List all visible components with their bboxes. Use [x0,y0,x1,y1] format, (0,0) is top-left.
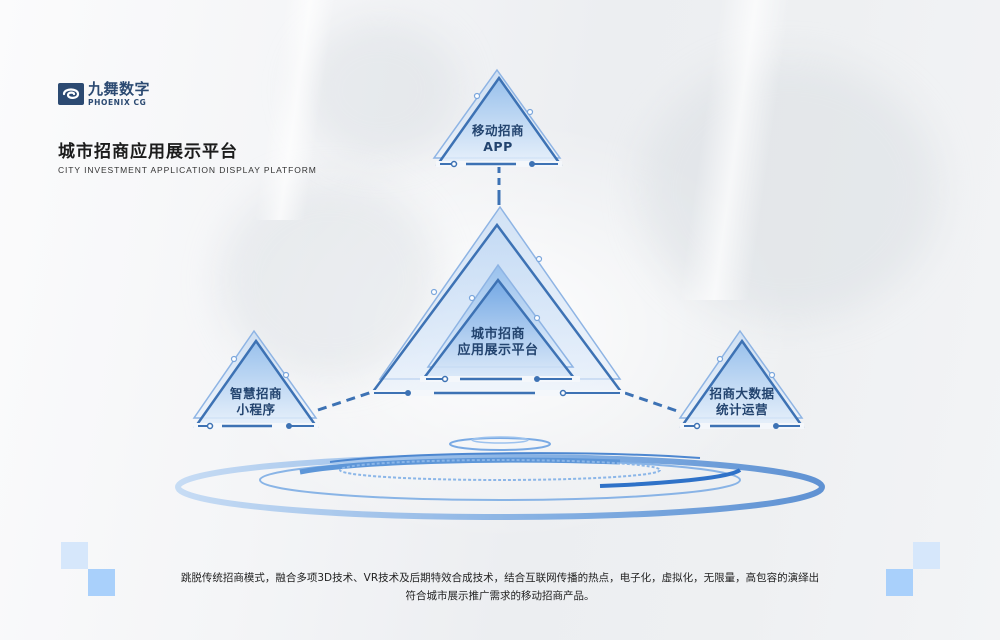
node-big-data: 招商大数据 统计运营 [692,386,792,418]
page-subtitle: CITY INVESTMENT APPLICATION DISPLAY PLAT… [58,165,317,175]
corner-decoration-square [61,542,88,569]
left-triangle [192,329,319,430]
description: 跳脱传统招商模式，融合多项3D技术、VR技术及后期特效合成技术，结合互联网传播的… [120,569,880,605]
node-center-line1: 城市招商 [470,327,525,342]
description-line2: 符合城市展示推广需求的移动招商产品。 [405,590,595,602]
corner-decoration-square [88,569,115,596]
node-mobile-app-line2: APP [483,139,513,154]
node-center-platform: 城市招商 应用展示平台 [438,327,558,359]
logo-english-name: PHOENIX CG [88,98,147,107]
node-mini-program: 智慧招商 小程序 [206,386,306,418]
corner-decoration-square [886,569,913,596]
node-big-data-line1: 招商大数据 [709,386,775,401]
node-mobile-app: 移动招商 APP [448,123,548,155]
node-mobile-app-line1: 移动招商 [471,123,524,138]
logo-chinese-name: 九舞数字 [88,80,151,98]
center-triangle [369,193,625,397]
top-triangle [432,68,563,168]
node-mini-program-line1: 智慧招商 [229,386,282,401]
node-mini-program-line2: 小程序 [236,402,276,417]
brand-logo: 九舞数字 PHOENIX CG [58,82,150,107]
connector-right [624,391,681,414]
node-center-line2: 应用展示平台 [457,343,539,358]
hologram-rings [175,436,825,520]
page-title: 城市招商应用展示平台 [58,142,238,162]
phoenix-logo-icon [58,83,84,106]
node-big-data-line2: 统计运营 [715,402,768,417]
description-line1: 跳脱传统招商模式，融合多项3D技术、VR技术及后期特效合成技术，结合互联网传播的… [180,572,820,584]
connector-left [317,390,373,412]
right-triangle [678,329,805,430]
corner-decoration-square [913,542,940,569]
